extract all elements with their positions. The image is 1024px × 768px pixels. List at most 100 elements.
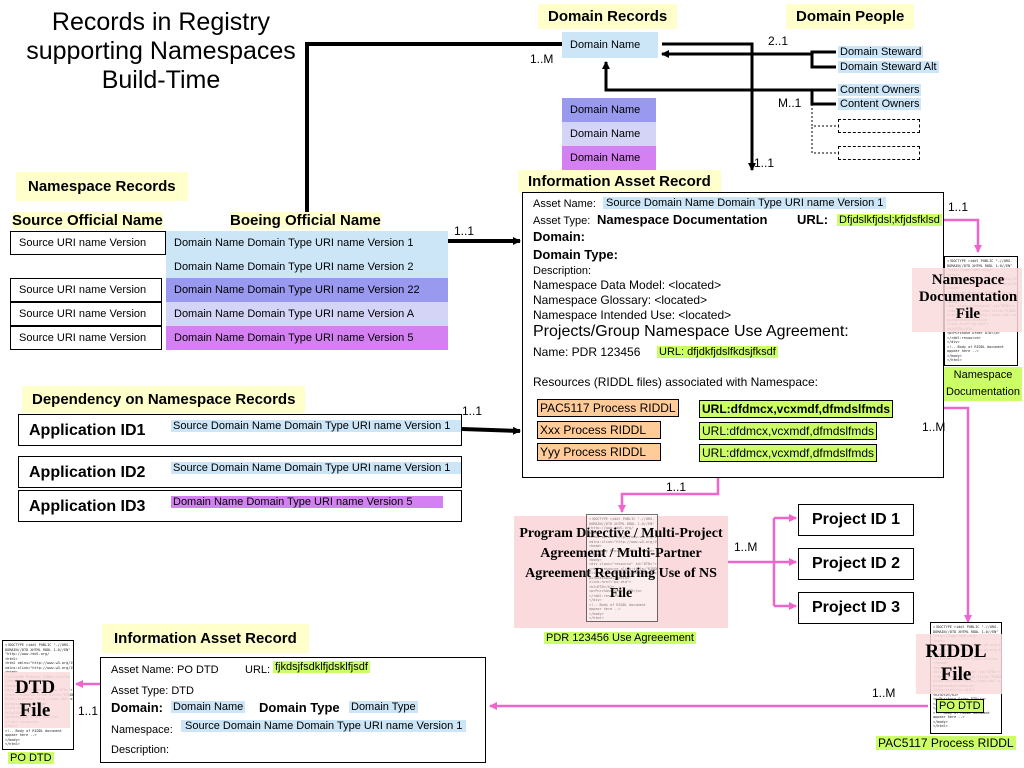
doc-text-line: <!-- Body of RIDDL document bbox=[589, 602, 646, 607]
doc-text-line: </html> bbox=[947, 358, 962, 362]
official-name-row: Domain Name Domain Type URI name Version… bbox=[166, 231, 448, 255]
domain-records-label: Domain Records bbox=[538, 4, 678, 29]
doc-text-line: <!-- Body of RIDDL document bbox=[947, 344, 1004, 349]
info-asset-record-bottom-label: Information Asset Record bbox=[102, 624, 309, 653]
riddl-url[interactable]: URL:dfdmcx,vcxmdf,dfmdslfmds bbox=[699, 400, 894, 418]
asset-name-value: Source Domain Name Domain Type URI name … bbox=[603, 197, 887, 209]
namespace-doc-caption: Namespace Documentation bbox=[944, 367, 1022, 401]
doc-text-line: </body> bbox=[5, 737, 20, 742]
application-id: Application ID1 bbox=[29, 422, 146, 439]
info-asset-record: Asset Name: Source Domain Name Domain Ty… bbox=[522, 192, 944, 478]
riddl-file-title: RIDDL File bbox=[925, 641, 987, 685]
namespace-value-bottom: Source Domain Name Domain Type URI name … bbox=[181, 720, 467, 732]
doc-text-line: <html> bbox=[589, 530, 602, 535]
riddl-file-tag: PO DTD bbox=[936, 699, 984, 713]
resources-heading: Resources (RIDDL files) associated with … bbox=[533, 375, 818, 389]
official-name-row: Domain Name Domain Type URI name Version… bbox=[166, 326, 448, 350]
doc-text-line: <div class="resource" id="DTDs"> bbox=[589, 562, 657, 566]
domain-label: Domain: bbox=[533, 229, 585, 244]
glossary-line: Namespace Glossary: <located> bbox=[533, 293, 708, 307]
project-box: Project ID 3 bbox=[798, 592, 914, 624]
official-name-row: Domain Name Domain Type URI name Version… bbox=[166, 302, 448, 326]
url-label: URL: bbox=[797, 212, 829, 227]
doc-text-line: <!DOCTYPE riddl PUBLIC "-//ORG- bbox=[933, 625, 999, 629]
source-name-row: Source URI name Version bbox=[10, 278, 162, 302]
agreement-url[interactable]: URL: dfjdkfjdslfkdsjfksdf bbox=[657, 346, 778, 358]
asset-type-value: Namespace Documentation bbox=[597, 212, 768, 227]
source-official-name-header: Source Official Name bbox=[12, 212, 163, 229]
doc-text-line: appear here --> bbox=[933, 715, 965, 719]
asset-name-label: Asset Name: bbox=[533, 198, 596, 210]
riddl-url[interactable]: URL:dfdmcx,vcxmdf,dfmdslfmds bbox=[699, 422, 878, 440]
description-label: Description: bbox=[533, 265, 592, 277]
multiplicity-label: M..1 bbox=[778, 96, 802, 110]
asset-type-bottom: Asset Type: DTD bbox=[111, 685, 194, 697]
doc-text-line: <html xmlns="http://www.w3.org/1999/xhtm… bbox=[589, 535, 657, 539]
doc-text-line: purposes#validation" bbox=[589, 575, 632, 580]
multiplicity-label: 1..1 bbox=[948, 200, 969, 214]
multiplicity-label: 1..M bbox=[872, 686, 896, 700]
doc-text-line: </div> bbox=[947, 340, 960, 344]
arrow-url-to-nsdoc bbox=[942, 218, 982, 253]
doc-text-line: <!DOCTYPE riddl PUBLIC "-//ORG- bbox=[5, 643, 71, 647]
dependency-label: Dependency on Namespace Records bbox=[22, 386, 306, 413]
doc-text-line: <p>Purchase Order DTD</p> bbox=[947, 331, 1000, 335]
source-name-row: Source URI name Version bbox=[10, 302, 162, 326]
multiplicity-label: 1..1 bbox=[78, 704, 99, 718]
source-name-row: Source URI name Version bbox=[10, 231, 166, 255]
placeholder-person bbox=[838, 146, 920, 160]
multiplicity-label: 1..1 bbox=[462, 404, 483, 418]
multiplicity-label: 1..1 bbox=[754, 156, 775, 170]
domain-type-value-bottom: Domain Type bbox=[349, 701, 418, 713]
project-box: Project ID 1 bbox=[798, 504, 914, 536]
doc-text-line: </div> bbox=[589, 598, 602, 602]
content-owner: Content Owners bbox=[838, 98, 922, 110]
doc-text-line: </rddl:resource> bbox=[589, 593, 623, 598]
application-id: Application ID2 bbox=[29, 464, 146, 481]
domain-people-label: Domain People bbox=[786, 4, 915, 29]
info-asset-record-label: Information Asset Record bbox=[518, 170, 721, 193]
url-value-bottom[interactable]: fjkdsjfsdklfjdsklfjsdf bbox=[273, 661, 370, 673]
arrow-domain-to-namespace bbox=[303, 42, 562, 229]
domain-label-bottom: Domain: bbox=[111, 700, 163, 715]
multiplicity-label: 1..1 bbox=[454, 224, 475, 238]
doc-text-line: <h2>DTD</h2> bbox=[933, 692, 959, 697]
doc-text-line: </rddl:resource> bbox=[947, 335, 981, 340]
url-value[interactable]: Dfjdslkfjdsl;kfjdsfklsd bbox=[837, 214, 942, 226]
asset-name-bottom: Asset Name: PO DTD bbox=[111, 664, 219, 676]
namespace-label-bottom: Namespace: bbox=[111, 724, 173, 736]
multiplicity-label: 1..M bbox=[530, 52, 554, 66]
doc-text-line: </html> bbox=[5, 742, 20, 746]
placeholder-person bbox=[838, 119, 920, 133]
doc-text-line: </html> bbox=[933, 724, 948, 728]
doc-text-line: <!DOCTYPE riddl PUBLIC "-//ORG- bbox=[589, 517, 655, 521]
domain-steward: Domain Steward bbox=[838, 46, 924, 58]
description-label-bottom: Description: bbox=[111, 744, 170, 756]
asset-type-label: Asset Type: bbox=[533, 215, 591, 227]
doc-text-line: <rddl:resource xlink:title="RIDDL" bbox=[589, 566, 658, 571]
doc-text-line: xmlns:xlink="http://www.w3.org/1999/xlin… bbox=[5, 665, 73, 670]
url-label-bottom: URL: bbox=[245, 664, 271, 676]
riddl-resource: Xxx Process RIDDL bbox=[537, 421, 661, 439]
doc-text-line: </body> bbox=[589, 611, 604, 616]
arrow-domain-to-asset bbox=[662, 42, 756, 171]
info-asset-record-bottom: Asset Name: PO DTD URL: fjkdsjfsdklfjdsk… bbox=[100, 657, 486, 763]
source-name-row: Source URI name Version bbox=[10, 326, 162, 350]
application-row: Application ID3 Domain Name Domain Type … bbox=[18, 490, 462, 522]
dtd-file-highlight bbox=[4, 672, 70, 728]
doc-text-line: DOMAIN//DTD XHTML RDDL 1.0//EN" bbox=[933, 629, 999, 634]
multiplicity-label: 2..1 bbox=[768, 34, 789, 48]
namespace-records-label: Namespace Records bbox=[16, 172, 188, 201]
doc-text-line: <h2>DTD</h2> bbox=[589, 584, 615, 589]
program-directive-text: Program Directive / Multi-Project Agreem… bbox=[519, 526, 723, 601]
multiplicity-label: 1..M bbox=[734, 540, 758, 554]
riddl-url[interactable]: URL:dfdmcx,vcxmdf,dfmdslfmds bbox=[699, 444, 878, 462]
domain-value-bottom: Domain Name bbox=[171, 701, 246, 713]
dtd-file-title: DTD File bbox=[14, 677, 56, 721]
doc-text-line: xlink:href="po.dtd"> bbox=[589, 580, 632, 584]
intended-use-line: Namespace Intended Use: <located> bbox=[533, 308, 732, 322]
domain-name-box: Domain Name bbox=[562, 32, 658, 58]
official-name-row: Domain Name Domain Type URI name Version… bbox=[166, 278, 448, 302]
arrow-steward-to-domain bbox=[661, 50, 836, 58]
